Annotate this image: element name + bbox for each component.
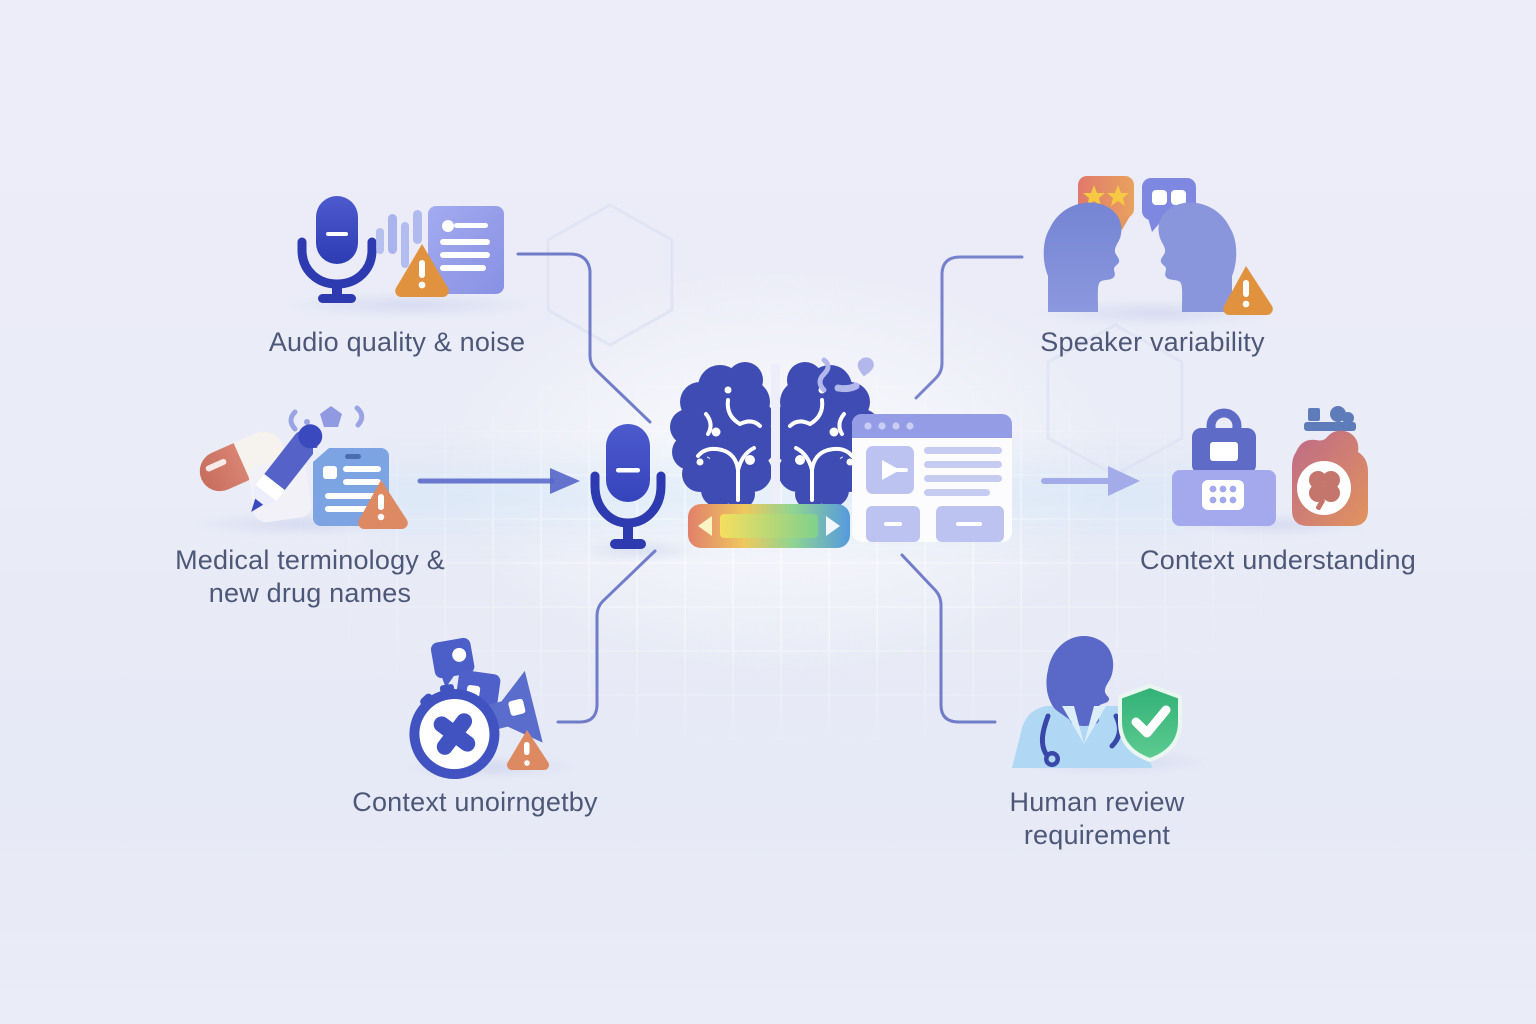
- small-machine-glyph-icon: [1304, 406, 1356, 431]
- gradient-slider: [688, 504, 850, 548]
- connector-center-to-speaker: [914, 255, 1024, 400]
- heart-decoration-icon: [817, 357, 874, 393]
- node-label-context-understanding: Context understanding: [1140, 545, 1416, 575]
- doctor-icon: [1012, 635, 1152, 768]
- transcript-document-icon: [428, 206, 504, 294]
- arrowhead-icon: [550, 468, 580, 494]
- brain-left-hemisphere: [670, 362, 776, 509]
- node-label-speaker-variability: Speaker variability: [1040, 327, 1265, 357]
- collar-lapel: [1084, 706, 1106, 744]
- node-label-audio-quality: Audio quality & noise: [268, 327, 526, 357]
- context-understanding-icon-group: [1172, 406, 1368, 526]
- lock-device-icon: [1192, 408, 1256, 474]
- arrowhead-icon: [1108, 466, 1140, 496]
- node-label-medical-terminology: Medical terminology & new drug names: [175, 545, 445, 608]
- microphone-icon: [590, 424, 666, 549]
- hexagon-decoration: [546, 203, 674, 347]
- keypad-panel-icon: [1172, 470, 1276, 526]
- collar-lapel: [1062, 706, 1084, 744]
- stopwatch-x-icon: [409, 684, 500, 780]
- waveform-icon: [376, 210, 422, 268]
- warning-triangle-icon: [507, 730, 549, 770]
- warning-triangle-icon: [1223, 266, 1273, 315]
- pen-icon: [248, 424, 323, 523]
- connector-audio-to-center: [516, 252, 652, 424]
- clover-badge-icon: [1292, 430, 1368, 526]
- brain-dots: [696, 386, 854, 466]
- context-noise-icon-group: [409, 637, 549, 780]
- audio-quality-icon-group: [297, 196, 504, 303]
- transcript-window: [852, 414, 1012, 542]
- play-flag-icon: [882, 460, 908, 480]
- microphone-icon: [297, 196, 377, 303]
- warning-triangle-icon: [395, 244, 449, 297]
- connector-context-to-center: [556, 549, 657, 724]
- node-label-context-noise: Context unoirngetby: [352, 787, 598, 817]
- slider-left-arrow-icon: [698, 516, 712, 536]
- code-brackets-decoration: [288, 405, 365, 432]
- text-lines: [924, 447, 1002, 496]
- window-titlebar: [852, 414, 1012, 438]
- shield-check-icon: [1118, 683, 1182, 763]
- pill-icon: [199, 431, 284, 492]
- window-dots-icon: [864, 422, 914, 430]
- clover-icon: [1309, 471, 1340, 510]
- brain-icon: [670, 362, 880, 509]
- human-review-icon-group: [1012, 635, 1182, 768]
- speaker-variability-icon-group: [1043, 176, 1273, 315]
- connector-center-to-review: [900, 553, 997, 724]
- profile-face-icon: [1158, 202, 1237, 312]
- star-icon: [1107, 185, 1129, 206]
- warning-triangle-icon: [358, 480, 408, 529]
- star-icon: [1083, 185, 1105, 206]
- medical-terminology-icon-group: [199, 405, 408, 529]
- icon-shadow: [580, 540, 700, 560]
- node-label-human-review: Human review requirement: [1009, 787, 1185, 850]
- window-buttons: [866, 506, 1004, 542]
- slider-right-arrow-icon: [826, 516, 840, 536]
- brain-folds: [696, 398, 854, 502]
- profile-face-icon: [1043, 202, 1122, 312]
